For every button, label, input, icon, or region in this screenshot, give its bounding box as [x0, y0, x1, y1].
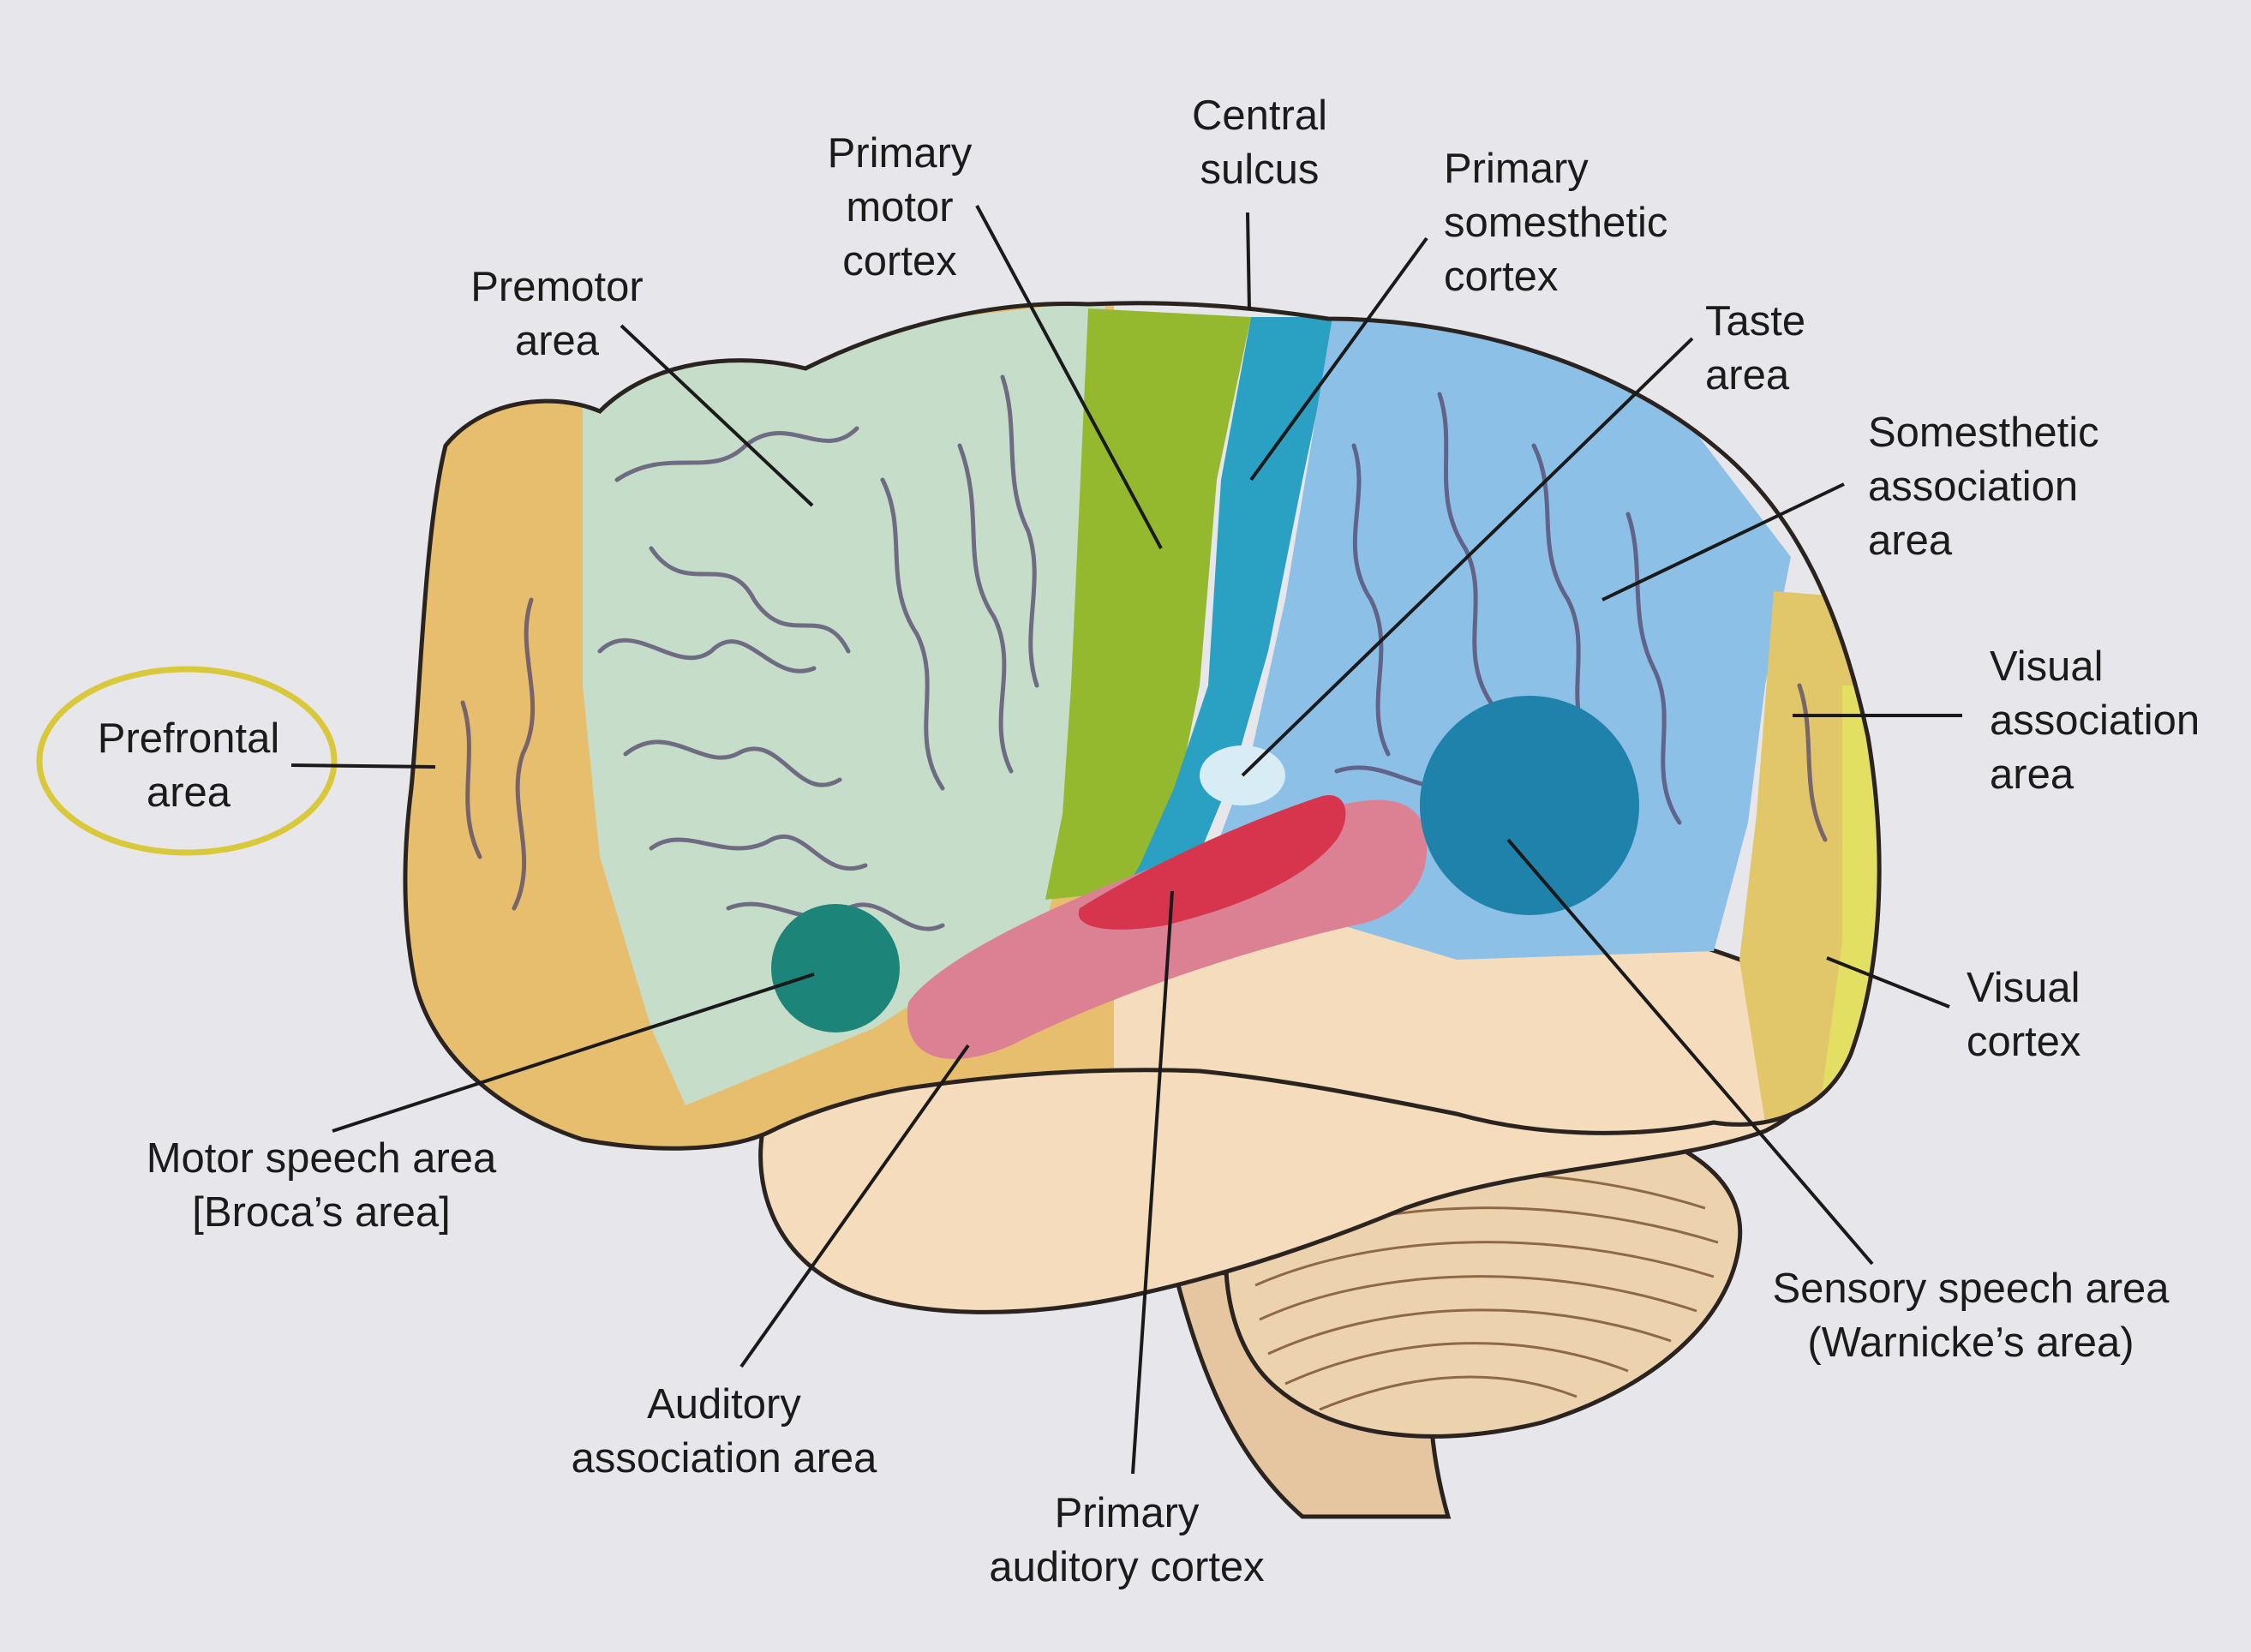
- leader-somesthetic-association: [1601, 482, 1845, 602]
- premotor-region: [583, 302, 1105, 1105]
- label-line: Prefrontal: [97, 715, 280, 762]
- label-line: Somesthetic: [1868, 410, 2099, 456]
- label-sensory-speech-area: Sensory speech area (Warnicke’s area): [1739, 1262, 2202, 1370]
- label-line: area: [514, 318, 600, 364]
- label-primary-auditory-cortex: Primary auditory cortex: [943, 1487, 1311, 1595]
- label-visual-association-area: Visual association area: [1990, 640, 2238, 802]
- leader-sensory-speech: [1506, 838, 1874, 1266]
- prefrontal-highlight-ring: [36, 666, 338, 856]
- label-line: auditory cortex: [989, 1544, 1265, 1590]
- label-line: Motor speech area: [146, 1135, 497, 1182]
- label-primary-motor-cortex: Primary motor cortex: [754, 127, 1045, 289]
- label-auditory-association-area: Auditory association area: [531, 1378, 917, 1486]
- label-line: Auditory: [647, 1381, 801, 1428]
- label-line: area: [146, 769, 231, 816]
- label-line: area: [1868, 518, 1953, 564]
- leader-primary-auditory: [1131, 890, 1174, 1475]
- label-somesthetic-association-area: Somesthetic association area: [1868, 406, 2211, 568]
- label-line: cortex: [842, 238, 957, 284]
- leader-taste: [1241, 337, 1694, 777]
- label-central-sulcus: Central sulcus: [1114, 89, 1405, 197]
- label-line: (Warnicke’s area): [1807, 1320, 2134, 1366]
- leader-central-sulcus: [1246, 212, 1251, 311]
- label-line: cortex: [1967, 1019, 2081, 1065]
- leader-visual-cortex: [1826, 956, 1950, 1009]
- motor-speech-region: [771, 904, 900, 1032]
- label-line: sulcus: [1200, 147, 1320, 193]
- label-line: somesthetic: [1444, 200, 1668, 246]
- primary-auditory-region: [1078, 795, 1346, 930]
- label-line: area: [1705, 352, 1790, 398]
- leader-auditory-association: [739, 1044, 970, 1368]
- label-line: area: [1990, 751, 2074, 798]
- label-prefrontal-area: Prefrontal area: [47, 712, 330, 820]
- label-line: [Broca’s area]: [192, 1189, 451, 1236]
- label-motor-speech-area: Motor speech area [Broca’s area]: [120, 1132, 523, 1240]
- label-line: Visual: [1990, 643, 2104, 690]
- label-line: cortex: [1444, 254, 1559, 300]
- primary-motor-region: [1045, 308, 1251, 900]
- leader-primary-motor: [975, 205, 1163, 549]
- leader-primary-somesthetic: [1249, 236, 1428, 482]
- label-line: Premotor: [470, 264, 644, 310]
- label-line: Central: [1192, 93, 1327, 139]
- label-primary-somesthetic-cortex: Primary somesthetic cortex: [1444, 142, 1752, 304]
- leader-prefrontal: [290, 763, 436, 769]
- label-line: Visual: [1967, 965, 2080, 1011]
- leader-premotor: [620, 324, 814, 507]
- label-premotor-area: Premotor area: [403, 260, 711, 368]
- label-line: Sensory speech area: [1772, 1266, 2170, 1312]
- label-line: motor: [846, 184, 954, 230]
- label-line: association area: [571, 1435, 877, 1481]
- label-line: association: [1868, 464, 2079, 510]
- label-line: association: [1990, 697, 2200, 744]
- sensory-speech-region: [1420, 696, 1639, 915]
- somesthetic-association-region: [1200, 317, 1791, 960]
- label-line: Primary: [827, 130, 973, 177]
- leader-motor-speech: [332, 973, 815, 1133]
- label-line: Primary: [1444, 146, 1589, 192]
- primary-somesthetic-region: [1114, 317, 1337, 908]
- visual-cortex-region: [1817, 685, 1880, 1131]
- label-line: Primary: [1054, 1490, 1200, 1536]
- label-visual-cortex: Visual cortex: [1967, 961, 2189, 1069]
- label-line: Taste: [1705, 298, 1806, 344]
- label-taste-area: Taste area: [1705, 295, 1894, 403]
